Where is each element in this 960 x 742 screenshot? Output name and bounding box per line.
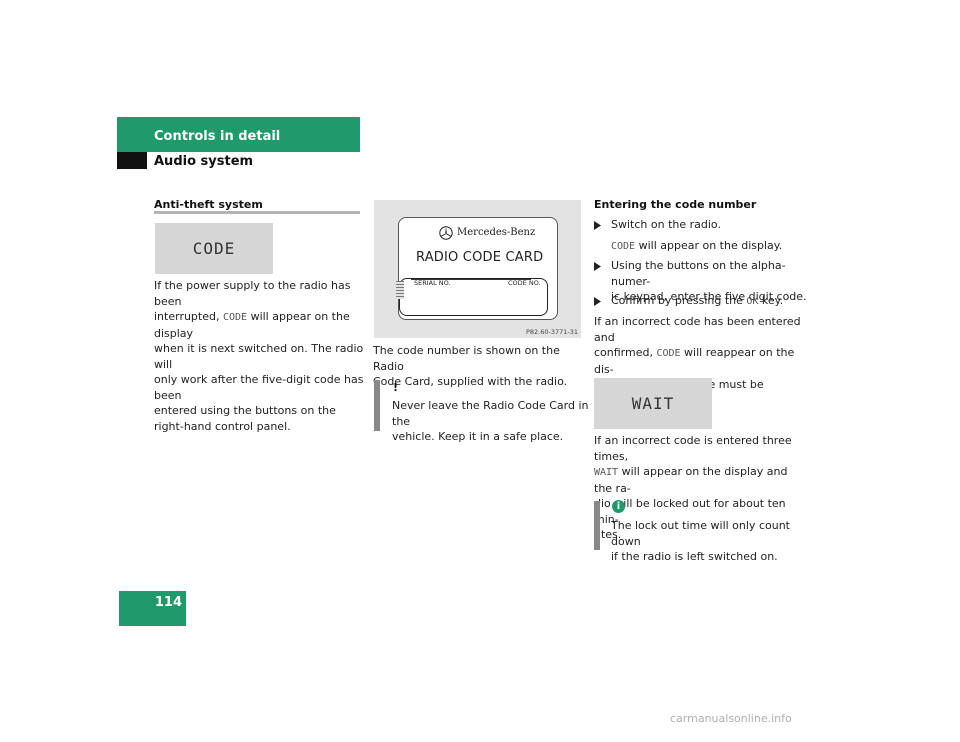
text-line: If an incorrect code is entered three ti… xyxy=(594,434,792,463)
info-icon: i xyxy=(612,500,625,513)
warning-note-text: Never leave the Radio Code Card in the v… xyxy=(392,398,592,445)
text-line: when it is next switched on. The radio w… xyxy=(154,342,364,371)
text-span: confirmed, xyxy=(594,346,657,359)
text-line: utes. xyxy=(594,528,622,541)
strip-line xyxy=(411,279,531,280)
text-span: will reappear on the dis- xyxy=(594,346,795,376)
step-confirm: Confirm by pressing the OK key. xyxy=(611,293,783,310)
radio-code-card: Mercedes-Benz RADIO CODE CARD SERIAL NO.… xyxy=(396,217,558,320)
text-line: confirmed, CODE will reappear on the dis… xyxy=(594,345,809,377)
warning-note-bar xyxy=(374,380,380,431)
text-span: will appear on the display. xyxy=(635,239,783,252)
lockout-paragraph: If an incorrect code is entered three ti… xyxy=(594,433,809,543)
text-span: Confirm by pressing the xyxy=(611,294,747,307)
text-line: Code Card, supplied with the radio. xyxy=(373,375,568,388)
step-switch-on: Switch on the radio. xyxy=(611,218,721,231)
triangle-bullet-icon xyxy=(594,297,601,306)
code-term: OK xyxy=(746,296,759,307)
card-brand: Mercedes-Benz xyxy=(457,227,536,238)
text-span: will appear on the display xyxy=(154,310,350,340)
watermark: carmanualsonline.info xyxy=(670,712,792,725)
anti-theft-paragraph: If the power supply to the radio has bee… xyxy=(154,278,369,434)
photo-reference: P82.60-3771-31 xyxy=(525,328,578,336)
text-line: ic keypad, enter the five digit code. xyxy=(611,290,807,303)
card-code-strip: SERIAL NO. CODE NO. xyxy=(399,278,548,316)
code-term: CODE xyxy=(611,241,636,252)
text-line: only work after the five-digit code has … xyxy=(154,373,364,402)
section-title: Controls in detail xyxy=(154,129,281,144)
triangle-bullet-icon xyxy=(594,221,601,230)
text-line: entered using the buttons on the xyxy=(154,404,336,417)
text-span: interrupted, xyxy=(154,310,223,323)
subsection-title: Audio system xyxy=(154,154,254,169)
text-line: WAIT will appear on the display and the … xyxy=(594,464,809,496)
info-note-text: The lock out time will only count down i… xyxy=(611,518,811,565)
card-caption: The code number is shown on the Radio Co… xyxy=(373,343,588,390)
text-span: will appear on the display and the ra- xyxy=(594,465,788,495)
text-line: If an incorrect code has been entered an… xyxy=(594,315,801,344)
text-line: Using the buttons on the alpha-numer- xyxy=(611,259,786,288)
exclamation-icon: ! xyxy=(393,381,399,394)
section-header: Controls in detail xyxy=(117,117,360,152)
text-line: The code number is shown on the Radio xyxy=(373,344,560,373)
code-term: CODE xyxy=(656,348,681,359)
code-term: WAIT xyxy=(594,467,619,478)
text-line: Never leave the Radio Code Card in the xyxy=(392,399,589,428)
text-line: interrupted, CODE will appear on the dis… xyxy=(154,309,369,341)
subsection-marker xyxy=(117,152,147,169)
text-line: If the power supply to the radio has bee… xyxy=(154,279,351,308)
info-note-bar xyxy=(594,501,600,550)
card-edge-marks xyxy=(396,281,404,299)
text-line: right-hand control panel. xyxy=(154,419,291,433)
code-no-label: CODE NO. xyxy=(508,279,541,287)
step-switch-on-result: CODE will appear on the display. xyxy=(611,238,782,255)
serial-no-label: SERIAL NO. xyxy=(414,279,451,287)
mercedes-star-icon xyxy=(439,226,453,240)
heading-rule xyxy=(154,211,360,214)
entering-code-heading: Entering the code number xyxy=(594,198,757,211)
code-term: CODE xyxy=(222,312,248,323)
text-line: dio will be locked out for about ten min… xyxy=(594,497,786,526)
code-display: CODE xyxy=(155,223,273,274)
triangle-bullet-icon xyxy=(594,262,601,271)
wait-display: WAIT xyxy=(594,378,712,429)
radio-code-card-photo: Mercedes-Benz RADIO CODE CARD SERIAL NO.… xyxy=(374,200,581,338)
text-line: vehicle. Keep it in a safe place. xyxy=(392,430,564,443)
text-line: The lock out time will only count down xyxy=(611,519,790,548)
card-title: RADIO CODE CARD xyxy=(416,250,544,265)
page-number: 114 xyxy=(154,595,182,610)
anti-theft-heading: Anti-theft system xyxy=(154,198,263,211)
text-span: key. xyxy=(758,294,784,307)
step-enter-code: Using the buttons on the alpha-numer- ic… xyxy=(611,258,811,305)
page-number-box: 114 xyxy=(119,591,186,626)
text-line: if the radio is left switched on. xyxy=(611,550,778,563)
